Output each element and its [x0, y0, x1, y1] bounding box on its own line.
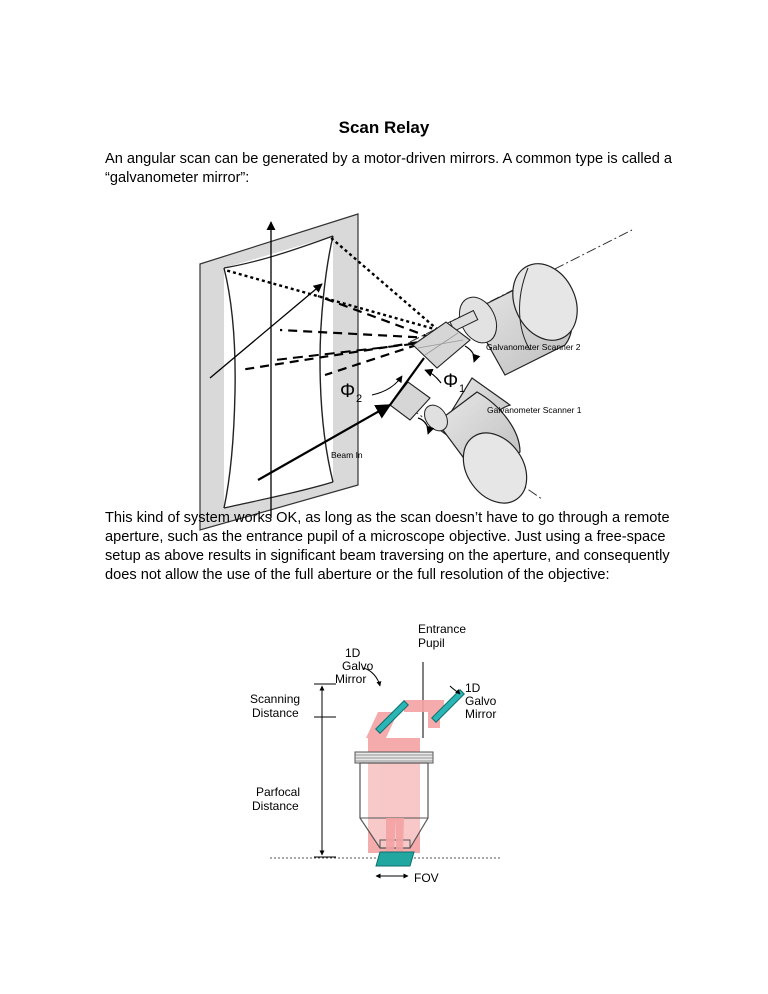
galvo-mirror-left [375, 700, 409, 734]
galvo-right-label-2: Galvo [465, 694, 497, 708]
phi2-arrow [371, 375, 403, 396]
paragraph-body: This kind of system works OK, as long as… [105, 510, 670, 583]
scanner-2-label: Galvanometer Scanner 2 [486, 342, 581, 352]
scan-ray-bottom [274, 341, 431, 361]
projection-screen [199, 213, 359, 531]
focused-beams [386, 818, 404, 853]
distance-dimension [314, 683, 336, 858]
galvo-left-label-3: Mirror [335, 672, 366, 686]
scanning-distance-label-2: Distance [252, 706, 299, 720]
parfocal-distance-label-2: Distance [252, 799, 299, 813]
entrance-pupil-label-2: Pupil [418, 636, 445, 650]
phi1-symbol: Φ [443, 371, 458, 392]
phi1-subscript: 1 [459, 383, 465, 395]
scanning-distance-label-1: Scanning [250, 692, 300, 706]
horizontal-axis [209, 283, 323, 379]
galvo-left-label-2: Galvo [342, 659, 374, 673]
page-title: Scan Relay [338, 118, 430, 137]
phi2-subscript: 2 [356, 393, 362, 405]
galvo-left-rotation-arrow [362, 667, 382, 687]
rotation-arrow-2 [464, 345, 481, 363]
phi2-symbol: Φ [340, 381, 355, 402]
phi1-arrow [424, 368, 442, 384]
scanner-1-label: Galvanometer Scanner 1 [487, 405, 582, 415]
fov-label: FOV [414, 871, 439, 885]
beam-in-label: Beam In [331, 450, 363, 460]
galvo-right-rotation-arrow [449, 685, 461, 695]
entrance-pupil-label-1: Entrance [418, 622, 466, 636]
rotation-arrow-1 [417, 417, 435, 435]
galvo-mirror-right [431, 689, 465, 723]
parfocal-distance-label-1: Parfocal [256, 785, 300, 799]
paragraph-intro: An angular scan can be generated by a mo… [105, 151, 673, 186]
galvanometer-scanner-2 [409, 229, 633, 376]
galvo-right-label-3: Mirror [465, 707, 496, 721]
galvo-right-label-1: 1D [465, 681, 481, 695]
fov-specimen [375, 851, 415, 867]
beam-in-ray [257, 404, 392, 481]
galvanometer-scanner-1 [389, 377, 543, 504]
galvo-left-label-1: 1D [345, 646, 361, 660]
